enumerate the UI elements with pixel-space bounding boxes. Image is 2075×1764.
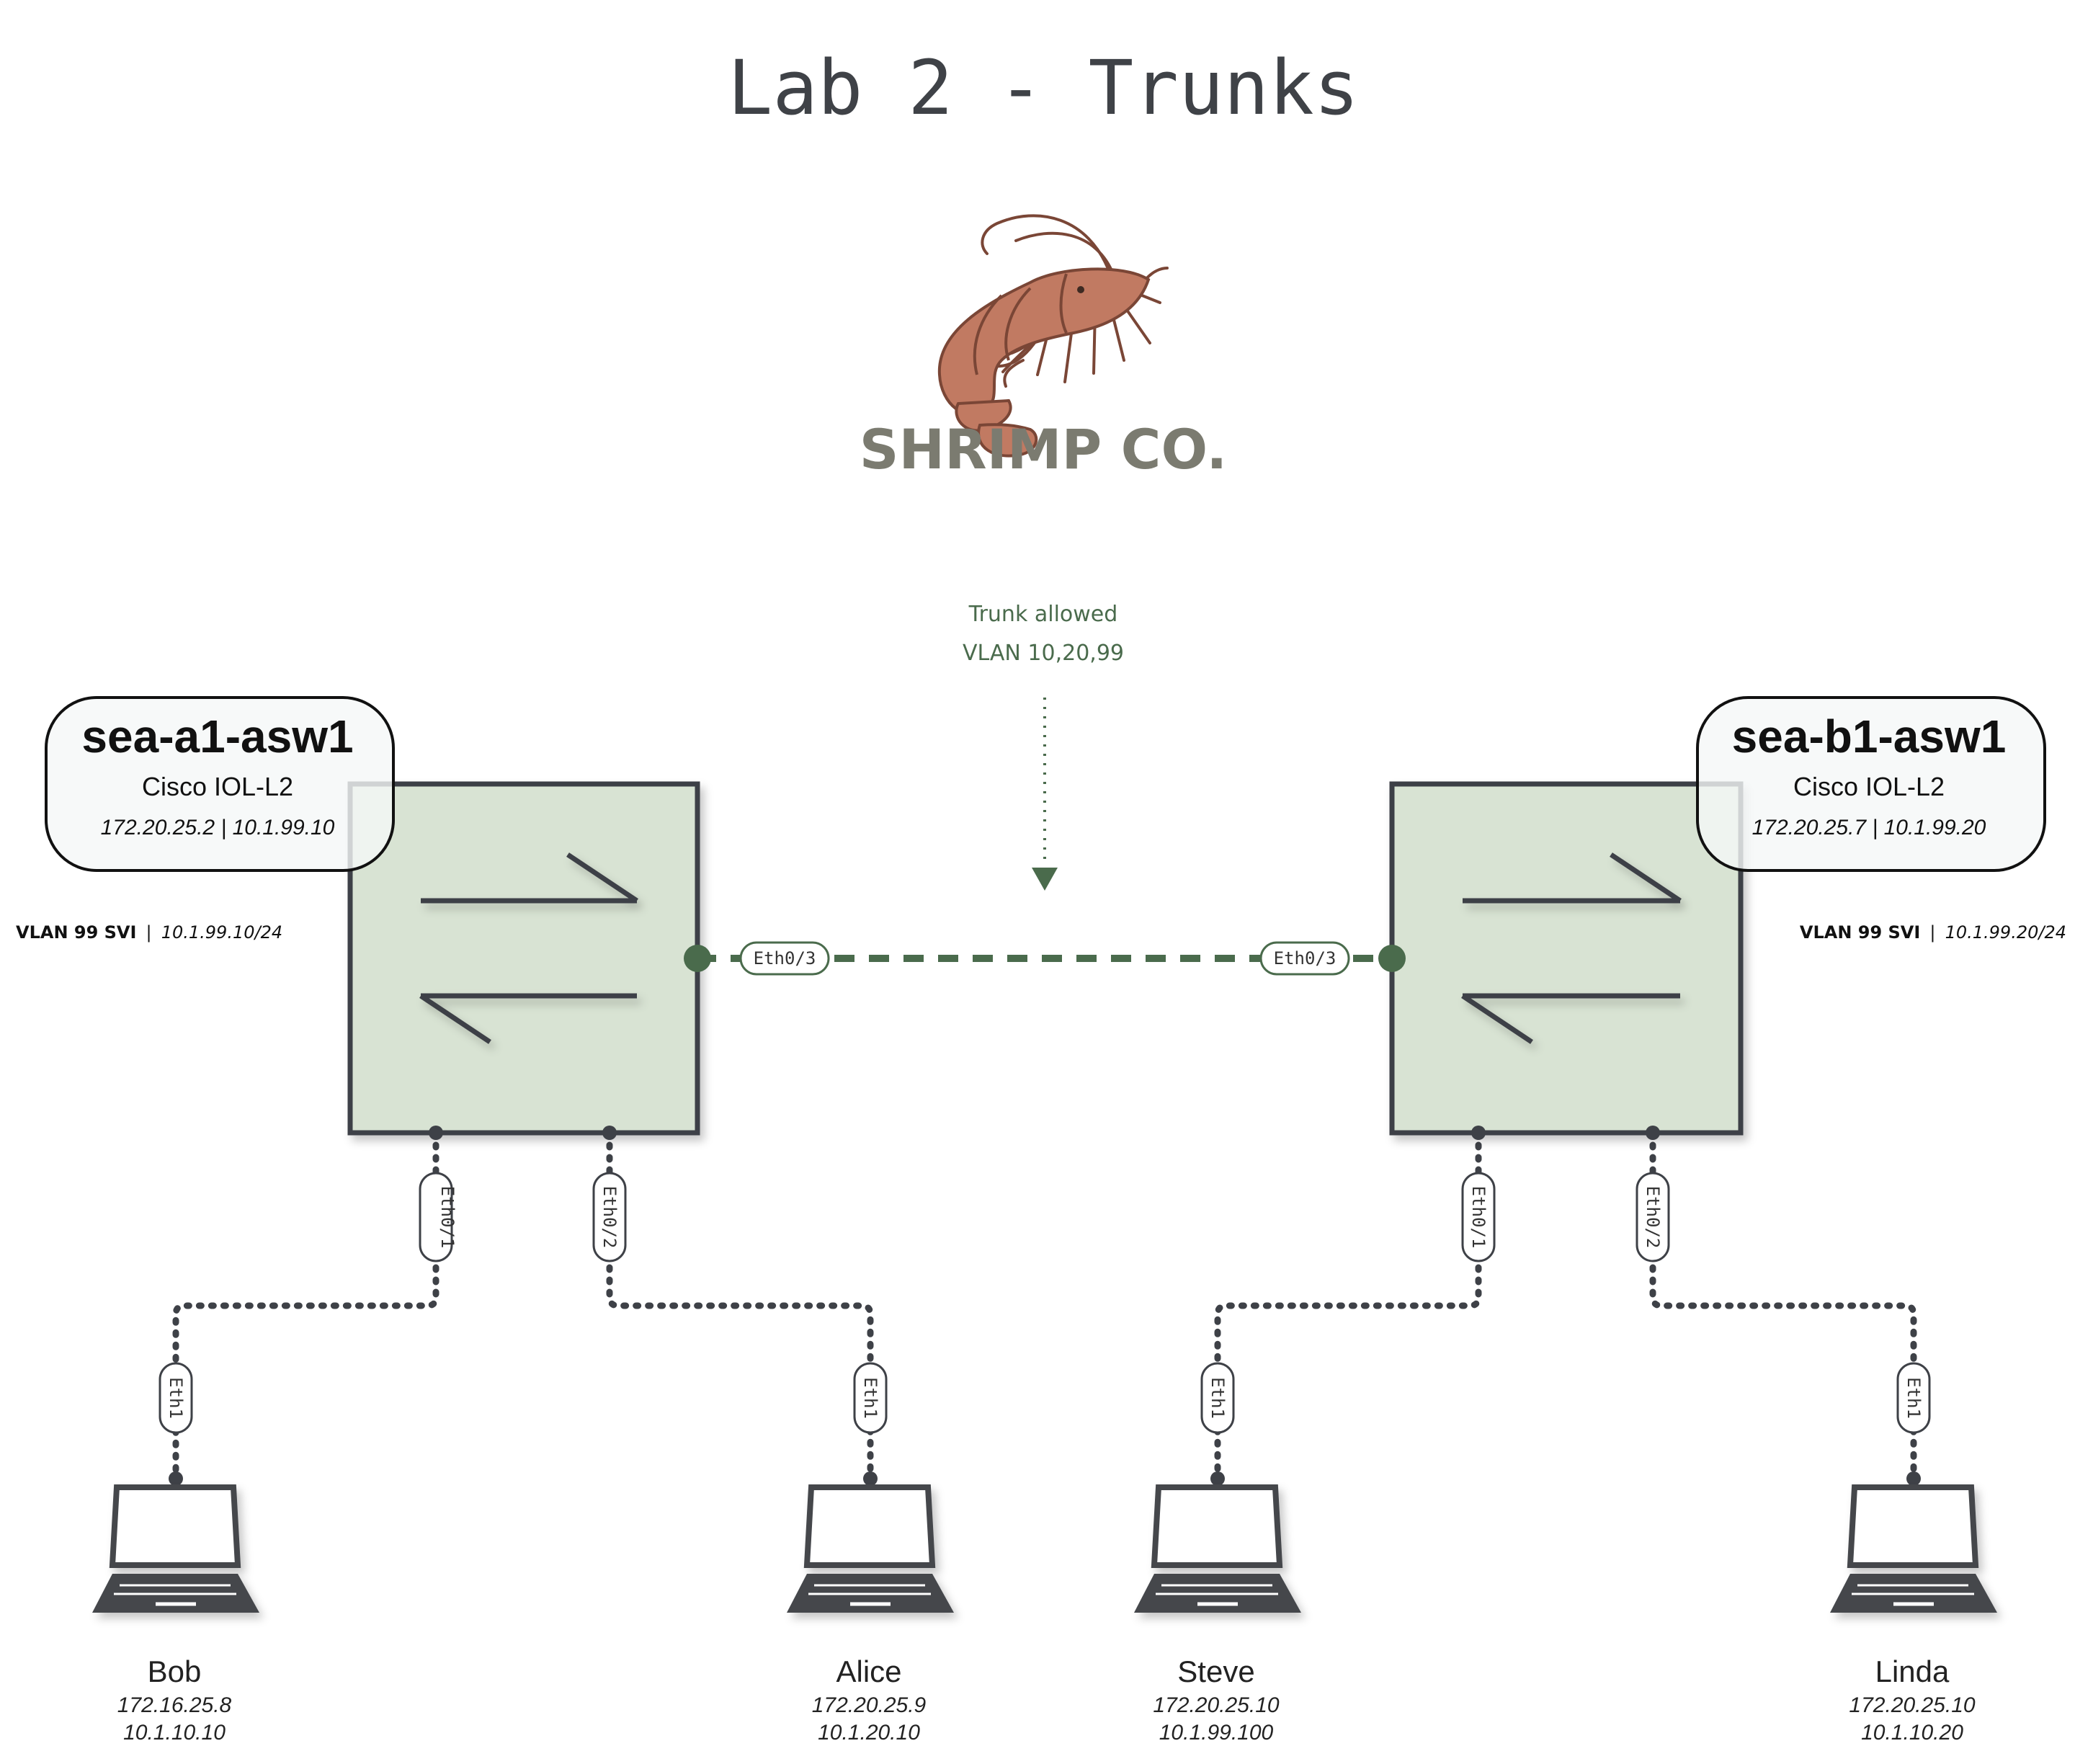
- switch-sea-a1-asw1[interactable]: [347, 781, 711, 1140]
- host-alice[interactable]: Alice 172.20.25.9 10.1.20.10: [787, 1471, 954, 1745]
- trunk-note-line1: Trunk allowed: [968, 602, 1118, 627]
- svg-text:Eth0/1: Eth0/1: [437, 1186, 458, 1249]
- host-ip-2: 10.1.99.100: [1159, 1721, 1274, 1745]
- port-dot: [169, 1471, 183, 1486]
- svg-text:Eth0/1: Eth0/1: [1468, 1186, 1489, 1249]
- laptop-icon[interactable]: [92, 1487, 259, 1613]
- port-label-bob-eth1: Eth1: [159, 1362, 193, 1434]
- svg-text:Eth0/2: Eth0/2: [1643, 1186, 1663, 1249]
- port-label-alice-eth1: Eth1: [853, 1362, 888, 1434]
- switch-a-model: Cisco IOL-L2: [142, 772, 293, 801]
- port-label-linda-eth1: Eth1: [1896, 1362, 1931, 1434]
- switch-arrows-icon: [1461, 852, 1682, 1044]
- port-dot: [1378, 945, 1406, 972]
- port-dot: [602, 1126, 617, 1140]
- switch-a-hostname: sea-a1-asw1: [81, 710, 353, 762]
- port-label-a-eth0-3: Eth0/3: [739, 941, 830, 976]
- switch-sea-b1-asw1[interactable]: [1378, 781, 1744, 1140]
- port-label-steve-eth1: Eth1: [1200, 1362, 1235, 1434]
- svi-ip: 10.1.99.20/24: [1945, 922, 2066, 943]
- switch-b-label: sea-b1-asw1 Cisco IOL-L2 172.20.25.7 | 1…: [1696, 696, 2046, 872]
- host-ip-1: 172.16.25.8: [117, 1693, 232, 1717]
- laptop-icon[interactable]: [1830, 1487, 1997, 1613]
- link-steve: [1214, 1129, 1482, 1482]
- port-dot: [1906, 1471, 1921, 1486]
- switch-a-ips: 172.20.25.2 | 10.1.99.10: [101, 816, 335, 839]
- host-ip-2: 10.1.10.20: [1861, 1721, 1963, 1745]
- link-alice: [606, 1129, 874, 1482]
- switch-arrows-icon: [419, 852, 638, 1044]
- host-ip-2: 10.1.10.10: [123, 1721, 226, 1745]
- port-label-a-eth0-2: Eth0/2: [592, 1172, 627, 1262]
- svg-text:Eth1: Eth1: [1208, 1377, 1228, 1419]
- svi-ip: 10.1.99.10/24: [161, 922, 282, 943]
- port-dot: [863, 1471, 878, 1486]
- switch-b-model: Cisco IOL-L2: [1793, 772, 1945, 801]
- svi-sep: |: [146, 922, 152, 943]
- switch-b-ips: 172.20.25.7 | 10.1.99.20: [1752, 816, 1986, 839]
- host-ip-1: 172.20.25.10: [1849, 1693, 1975, 1717]
- port-dot: [684, 945, 711, 972]
- host-name: Linda: [1875, 1654, 1950, 1688]
- host-ip-1: 172.20.25.10: [1153, 1693, 1279, 1717]
- svg-text:Eth1: Eth1: [1904, 1377, 1924, 1419]
- port-dot: [429, 1126, 443, 1140]
- port-label-a-eth0-1: Eth0/1: [419, 1172, 458, 1262]
- company-logo: SHRIMP CO.: [860, 214, 1228, 481]
- svi-label: VLAN 99 SVI: [16, 922, 136, 943]
- trunk-note-arrowhead: [1032, 868, 1058, 891]
- brand-name: SHRIMP CO.: [860, 417, 1228, 481]
- port-dot: [1210, 1471, 1225, 1486]
- svg-text:Eth1: Eth1: [860, 1377, 880, 1419]
- switch-body[interactable]: [1389, 781, 1744, 1136]
- page-title: Lab 2 - Trunks: [728, 44, 1360, 132]
- switch-b-svi: VLAN 99 SVI | 10.1.99.20/24: [1800, 922, 2066, 943]
- switch-body[interactable]: [347, 781, 700, 1136]
- shrimp-body: [937, 267, 1151, 458]
- host-ip-2: 10.1.20.10: [818, 1721, 920, 1745]
- switch-b-hostname: sea-b1-asw1: [1732, 710, 2007, 762]
- trunk-note-line2: VLAN 10,20,99: [963, 641, 1124, 666]
- svg-text:Eth1: Eth1: [166, 1377, 186, 1419]
- host-name: Alice: [836, 1654, 901, 1688]
- switch-a-svi: VLAN 99 SVI | 10.1.99.10/24: [16, 922, 282, 943]
- laptop-icon[interactable]: [1134, 1487, 1301, 1613]
- label-box: [1696, 696, 2046, 872]
- laptop-icon[interactable]: [787, 1487, 954, 1613]
- trunk-annotation: Trunk allowed VLAN 10,20,99: [963, 602, 1124, 891]
- port-label-b-eth0-2: Eth0/2: [1636, 1172, 1670, 1262]
- svg-text:Eth0/2: Eth0/2: [599, 1186, 620, 1249]
- host-linda[interactable]: Linda 172.20.25.10 10.1.10.20: [1830, 1471, 1997, 1745]
- switch-a-label: sea-a1-asw1 Cisco IOL-L2 172.20.25.2 | 1…: [45, 696, 395, 872]
- link-linda: [1649, 1129, 1917, 1482]
- port-dot: [1646, 1126, 1660, 1140]
- svg-text:Eth0/3: Eth0/3: [754, 948, 816, 968]
- svi-label: VLAN 99 SVI: [1800, 922, 1920, 943]
- host-steve[interactable]: Steve 172.20.25.10 10.1.99.100: [1134, 1471, 1301, 1745]
- host-name: Steve: [1177, 1654, 1254, 1688]
- host-name: Bob: [148, 1654, 202, 1688]
- host-bob[interactable]: Bob 172.16.25.8 10.1.10.10: [92, 1471, 259, 1745]
- link-bob: [172, 1129, 439, 1482]
- port-label-b-eth0-1: Eth0/1: [1461, 1172, 1496, 1262]
- port-label-b-eth0-3: Eth0/3: [1259, 941, 1350, 976]
- port-dot: [1471, 1126, 1486, 1140]
- svg-text:Eth0/3: Eth0/3: [1274, 948, 1337, 968]
- svi-sep: |: [1929, 922, 1935, 943]
- host-ip-1: 172.20.25.9: [812, 1693, 927, 1717]
- label-box: [45, 696, 395, 872]
